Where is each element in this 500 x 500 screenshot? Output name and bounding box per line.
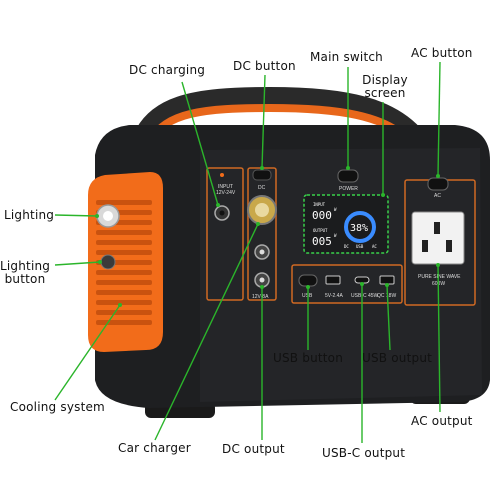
leader-cooling: [54, 304, 121, 401]
display-input-value: 000: [312, 209, 332, 222]
ac-module: [404, 177, 476, 306]
callout-ac-button: AC button: [411, 46, 473, 60]
callout-lighting-button-line2: button: [4, 272, 46, 286]
usb-button[interactable]: [298, 274, 318, 287]
callout-dc-output: DC output: [222, 442, 285, 456]
callout-lines: [54, 61, 441, 443]
leader-dc-button: [261, 74, 266, 169]
ac-button[interactable]: [427, 177, 449, 191]
ac-label: AC: [434, 193, 441, 199]
display-input-tag: INPUT: [313, 202, 326, 207]
usb-module: [291, 264, 403, 304]
callout-cooling-system: Cooling system: [10, 400, 105, 414]
callout-display-screen: Display screen: [360, 74, 410, 100]
dc-button[interactable]: [252, 169, 272, 181]
input-label-1: INPUT: [218, 184, 233, 190]
display-usb-tag: USB: [356, 244, 364, 249]
callout-dc-button: DC button: [233, 59, 296, 73]
callout-usb-c-output: USB-C output: [322, 446, 406, 460]
leader-ac-output: [437, 264, 441, 413]
usb-a-port-qc: [379, 275, 395, 285]
display-dc-tag: DC: [344, 244, 349, 249]
dc-module: [206, 167, 277, 301]
callout-main-switch: Main switch: [310, 50, 383, 64]
display-output-value: 005: [312, 235, 332, 248]
callout-dc-charging: DC charging: [129, 63, 206, 77]
callout-display-line2: screen: [364, 86, 406, 100]
leader-dc-charging: [181, 81, 219, 206]
callout-lighting-button: Lighting button: [0, 260, 50, 286]
callout-usb-button: USB button: [273, 351, 344, 365]
dc-port-label: 12V-8A: [252, 294, 269, 300]
leader-ac-button: [437, 61, 441, 177]
ac-sine-label-1: PURE SINE WAVE: [418, 274, 461, 280]
callout-lighting-button-line1: Lighting: [0, 259, 51, 273]
display-ac-tag: AC: [372, 244, 377, 249]
display-output-tag: OUTPUT: [313, 228, 328, 233]
callout-usb-output: USB output: [362, 351, 433, 365]
dc-label: DC: [258, 185, 266, 191]
lighting-button[interactable]: [100, 254, 116, 270]
leader-usb-output: [386, 284, 391, 351]
ac-socket: [411, 211, 465, 265]
callout-lighting: Lighting: [4, 208, 55, 222]
device-body: [88, 125, 490, 408]
main-power-button[interactable]: [337, 169, 359, 183]
display-output-unit: W: [334, 233, 337, 238]
usb-c-label: USB-C 45W: [351, 293, 379, 299]
carry-handle: [129, 86, 431, 161]
power-label: POWER: [339, 186, 358, 192]
leader-lighting-button: [54, 261, 101, 266]
usb-a-port-1: [325, 275, 341, 285]
usb-a-label: 5V-2.4A: [325, 293, 343, 299]
display-screen: [303, 194, 389, 254]
display-percent: 38%: [350, 223, 368, 234]
leader-car-charger: [154, 223, 259, 441]
led-light: [96, 204, 120, 228]
qc-label: QC 18W: [377, 293, 396, 299]
input-label-2: 12V-24V: [216, 190, 236, 196]
leader-lighting: [54, 214, 98, 217]
display-input-unit: W: [334, 207, 337, 212]
callout-ac-output: AC output: [411, 414, 473, 428]
callout-car-charger: Car charger: [118, 441, 191, 455]
callout-display-line1: Display: [362, 73, 408, 87]
